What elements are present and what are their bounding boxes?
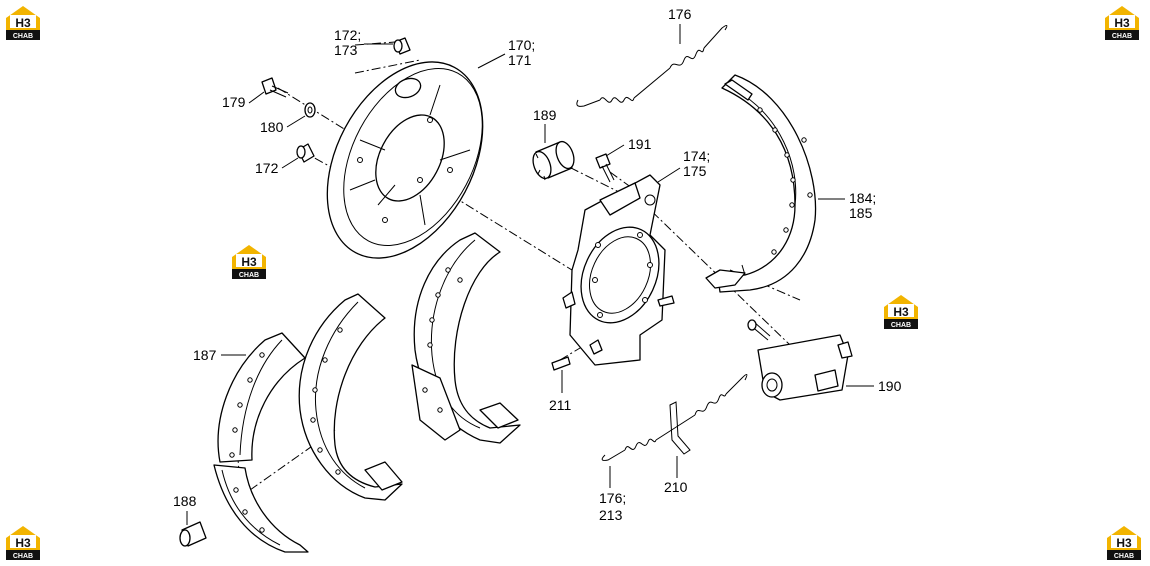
callout-label-172-173-b: 173 bbox=[334, 42, 358, 58]
logo-caption: CHAB bbox=[1112, 33, 1132, 40]
callout-190: 190 bbox=[846, 378, 902, 394]
callout-label-176-213-a: 176; bbox=[599, 490, 626, 506]
logo-caption: CHAB bbox=[1114, 553, 1134, 560]
anchor-plate bbox=[562, 174, 675, 366]
pin-211 bbox=[551, 339, 603, 371]
spring-176-bottom bbox=[601, 374, 748, 461]
logo-top-right: H3 CHAB bbox=[1105, 6, 1139, 40]
logo-mark: H3 bbox=[241, 255, 257, 269]
logo-mark: H3 bbox=[1114, 16, 1130, 30]
callout-191: 191 bbox=[605, 136, 652, 157]
callout-180: 180 bbox=[260, 115, 306, 135]
bracket-210 bbox=[669, 401, 691, 455]
logo-bottom-right: H3 CHAB bbox=[1107, 526, 1141, 560]
callout-174-175: 174; 175 bbox=[657, 148, 710, 183]
washer-180 bbox=[304, 102, 316, 118]
logo-mark: H3 bbox=[893, 305, 909, 319]
callout-label-170-171-b: 171 bbox=[508, 52, 532, 68]
brake-lining-187 bbox=[213, 332, 309, 553]
callout-184-185: 184; 185 bbox=[818, 190, 876, 221]
callout-176-213: 176; 213 bbox=[599, 466, 626, 523]
bolt-179 bbox=[261, 77, 289, 98]
callout-label-184-185-a: 184; bbox=[849, 190, 876, 206]
brake-shoe-left bbox=[298, 293, 403, 501]
brake-shoe-184 bbox=[705, 74, 817, 293]
brake-shoe-center bbox=[411, 232, 521, 444]
bushing-188 bbox=[179, 521, 207, 547]
logo-bottom-left: H3 CHAB bbox=[6, 526, 40, 560]
callout-label-184-185-b: 185 bbox=[849, 205, 873, 221]
callout-label-176-213-b: 213 bbox=[599, 507, 623, 523]
callout-label-179: 179 bbox=[222, 94, 246, 110]
callout-label-189: 189 bbox=[533, 107, 557, 123]
callout-179: 179 bbox=[222, 91, 265, 110]
callout-label-172: 172 bbox=[255, 160, 279, 176]
callout-label-190: 190 bbox=[878, 378, 902, 394]
callout-211: 211 bbox=[549, 370, 572, 413]
backing-plate bbox=[326, 61, 484, 259]
wheel-cylinder bbox=[747, 319, 853, 401]
callout-label-180: 180 bbox=[260, 119, 284, 135]
callout-label-211: 211 bbox=[549, 397, 572, 413]
callout-187: 187 bbox=[193, 347, 246, 363]
logo-mid-left: H3 CHAB bbox=[232, 245, 266, 279]
logo-mark: H3 bbox=[15, 16, 31, 30]
callout-176-top: 176 bbox=[668, 6, 692, 44]
callout-170-171: 170; 171 bbox=[477, 37, 535, 69]
plug-172 bbox=[296, 143, 315, 163]
callout-label-188: 188 bbox=[173, 493, 197, 509]
callout-label-210: 210 bbox=[664, 479, 688, 495]
callout-label-191: 191 bbox=[628, 136, 652, 152]
callout-172-173: 172; 173 bbox=[334, 27, 393, 58]
bolt-191 bbox=[595, 153, 615, 183]
callout-label-170-171-a: 170; bbox=[508, 37, 535, 53]
logo-caption: CHAB bbox=[13, 553, 33, 560]
callout-label-187: 187 bbox=[193, 347, 217, 363]
logo-top-left: H3 CHAB bbox=[6, 6, 40, 40]
callout-label-174-175-a: 174; bbox=[683, 148, 710, 164]
logo-mid-right: H3 CHAB bbox=[884, 295, 918, 329]
spring-176-top bbox=[576, 24, 728, 107]
callout-172: 172 bbox=[255, 157, 299, 176]
logo-caption: CHAB bbox=[13, 33, 33, 40]
logo-mark: H3 bbox=[15, 536, 31, 550]
adjuster-nut bbox=[532, 140, 575, 181]
callout-189: 189 bbox=[533, 107, 557, 143]
callout-label-174-175-b: 175 bbox=[683, 163, 707, 179]
logo-caption: CHAB bbox=[239, 272, 259, 279]
callout-label-176: 176 bbox=[668, 6, 692, 22]
callout-210: 210 bbox=[664, 456, 688, 495]
logo-caption: CHAB bbox=[891, 322, 911, 329]
callout-label-172-173-a: 172; bbox=[334, 27, 361, 43]
logo-mark: H3 bbox=[1116, 536, 1132, 550]
callout-188: 188 bbox=[173, 493, 197, 525]
plug-172-173 bbox=[393, 37, 411, 55]
